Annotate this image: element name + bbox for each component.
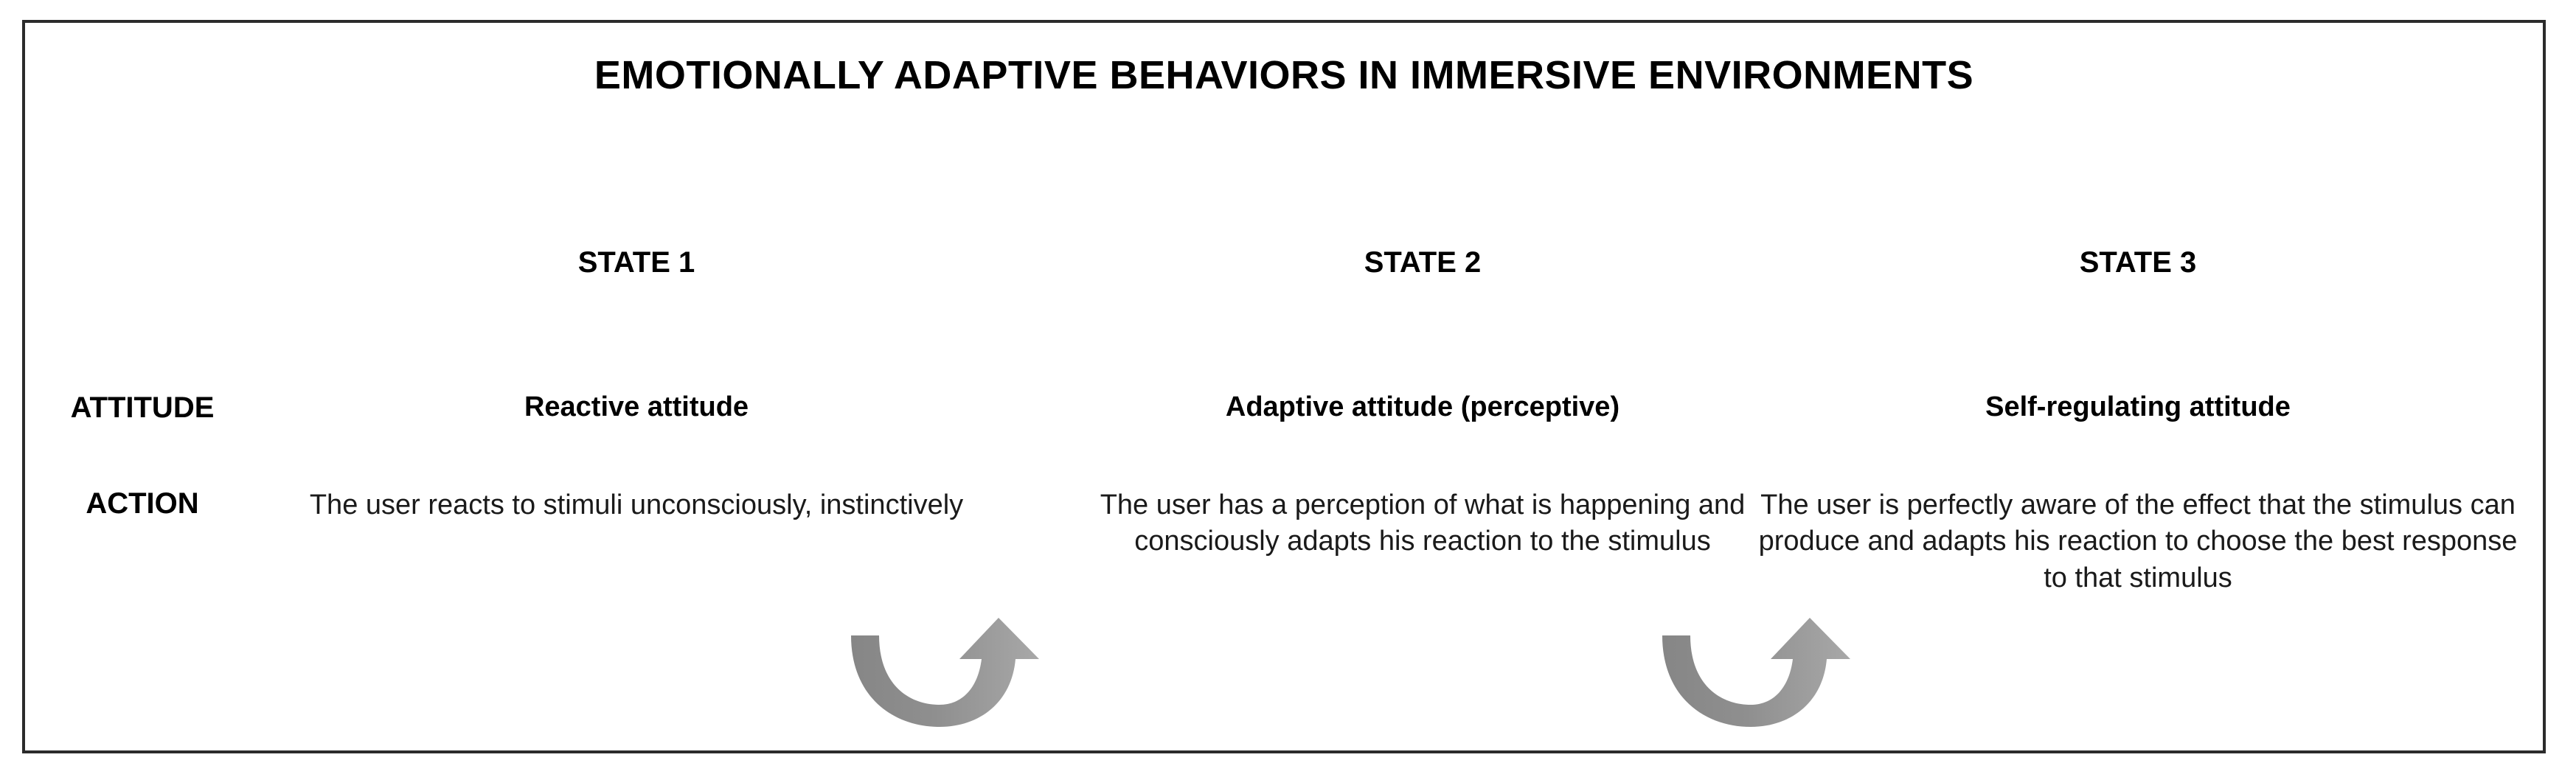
row-label-attitude: ATTITUDE [70,391,215,424]
action-cell-state-2: The user has a perception of what is hap… [1100,489,1746,557]
state-heading-3: STATE 3 [2079,246,2197,279]
action-cell-state-3: The user is perfectly aware of the effec… [1758,489,2518,593]
transition-arrow-state1-to-state2-icon [829,616,1050,734]
page-title: EMOTIONALLY ADAPTIVE BEHAVIORS IN IMMERS… [594,53,1974,97]
state-matrix: STATE 1 STATE 2 STATE 3 ATTITUDE Reactiv… [25,23,2543,750]
figure-frame: EMOTIONALLY ADAPTIVE BEHAVIORS IN IMMERS… [22,20,2546,753]
attitude-cell-state-3: Self-regulating attitude [1985,391,2291,422]
transition-arrow-state2-to-state3-icon [1640,616,1861,734]
state-heading-1: STATE 1 [577,246,695,279]
row-label-action: ACTION [86,487,199,520]
state-heading-2: STATE 2 [1364,246,1482,279]
attitude-cell-state-2: Adaptive attitude (perceptive) [1225,391,1620,422]
attitude-cell-state-1: Reactive attitude [524,391,749,422]
action-cell-state-1: The user reacts to stimuli unconsciously… [309,489,964,520]
